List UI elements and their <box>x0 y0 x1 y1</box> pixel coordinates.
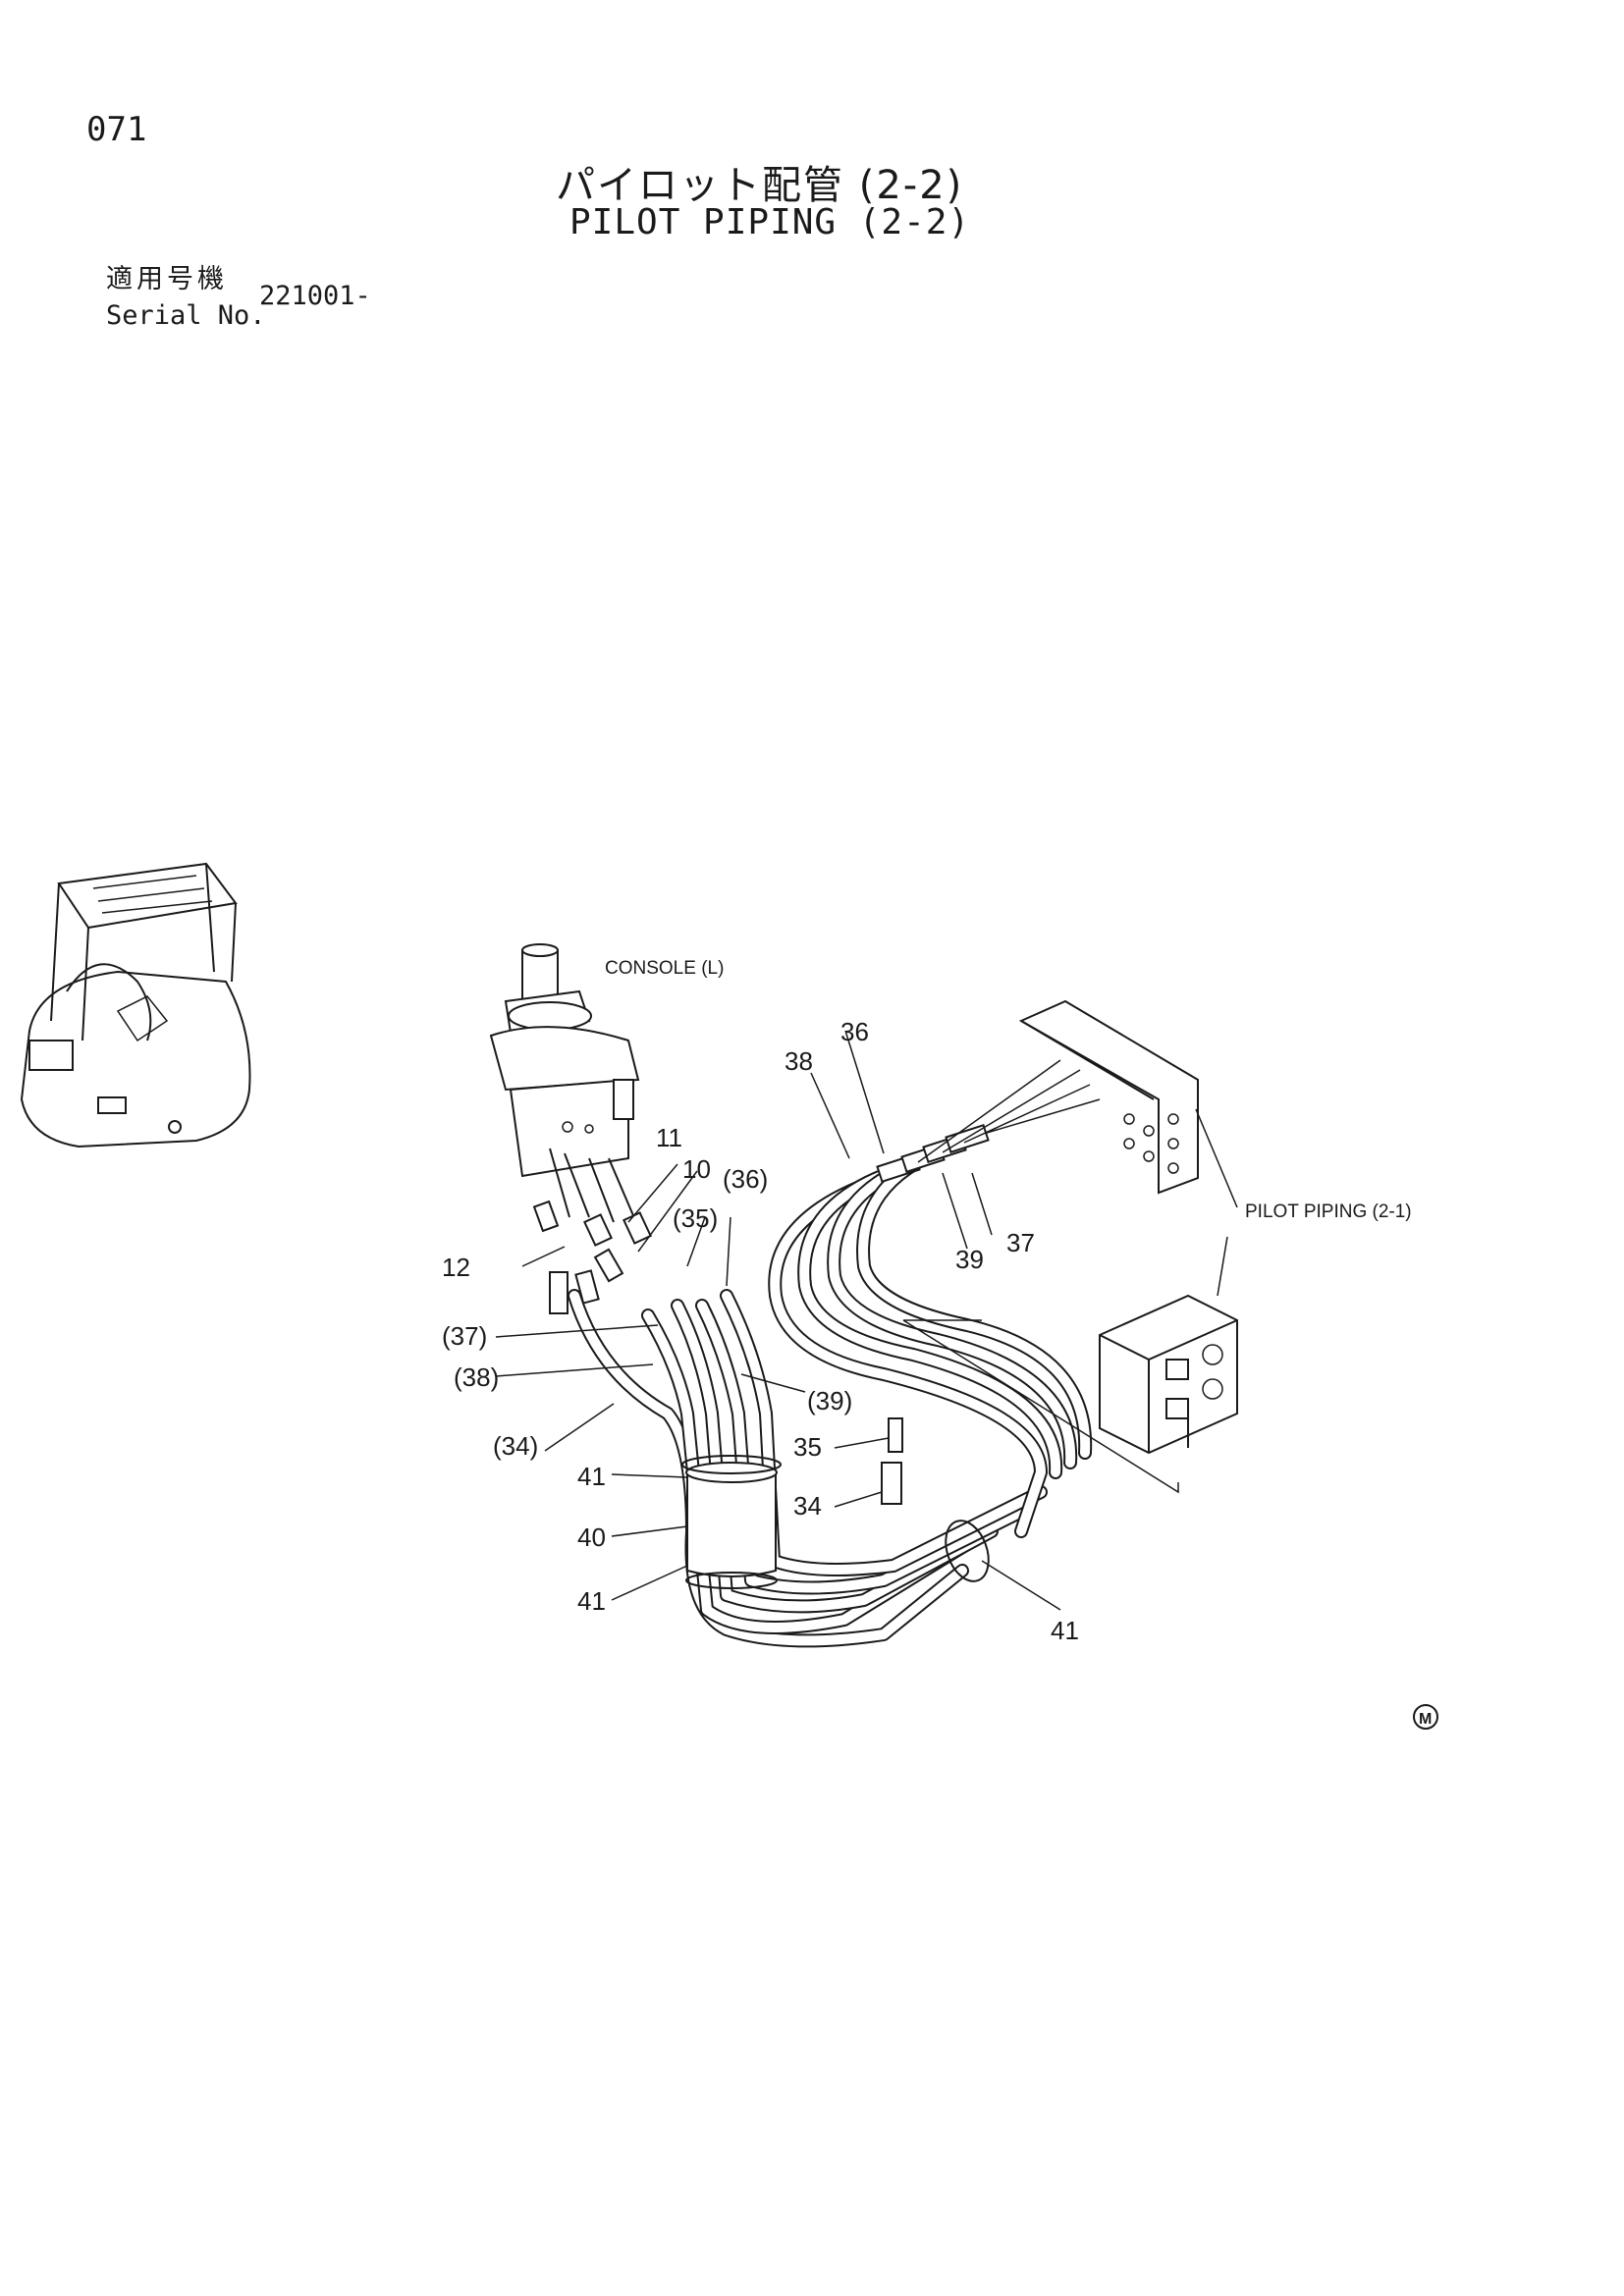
serial-label-english: Serial No. <box>106 300 266 331</box>
callout-39: 39 <box>955 1245 984 1274</box>
callout-38-paren: (38) <box>454 1362 499 1392</box>
callout-37-paren: (37) <box>442 1321 487 1351</box>
clamp-sleeve <box>681 1455 990 1589</box>
callout-12: 12 <box>442 1253 470 1282</box>
callout-10: 10 <box>682 1154 711 1184</box>
label-pilot-piping-2-1: PILOT PIPING (2-1) <box>1245 1201 1412 1222</box>
callout-37: 37 <box>1006 1228 1035 1257</box>
serial-label-japanese: 適用号機 <box>106 264 228 294</box>
svg-text:M: M <box>1419 1711 1432 1728</box>
label-console-l: CONSOLE (L) <box>605 958 724 979</box>
callout-41-upper: 41 <box>577 1462 606 1491</box>
callout-38: 38 <box>785 1046 813 1076</box>
leader-lines <box>495 1030 1061 1611</box>
hose-bundle-right <box>768 1142 1093 1538</box>
callout-39-paren: (39) <box>807 1386 852 1415</box>
callout-11: 11 <box>656 1123 682 1152</box>
fittings-group <box>532 1148 652 1314</box>
marker-m: M <box>1413 1704 1438 1730</box>
excavator-thumbnail <box>20 862 251 1148</box>
hose-end-fittings <box>876 1059 1101 1184</box>
callout-41-lower: 41 <box>577 1586 606 1616</box>
serial-number-value: 221001- <box>259 281 371 311</box>
callout-35-paren: (35) <box>673 1203 718 1233</box>
pilot-bracket-plate <box>1018 999 1199 1195</box>
console-pilot-valve <box>489 943 640 1178</box>
callout-40: 40 <box>577 1522 606 1552</box>
callout-34-paren: (34) <box>493 1431 538 1461</box>
callout-35: 35 <box>793 1432 822 1462</box>
inline-fittings <box>881 1417 903 1505</box>
page-title-english: PILOT PIPING (2-2) <box>569 202 971 242</box>
callout-36-paren: (36) <box>723 1164 768 1194</box>
callout-34: 34 <box>793 1491 822 1521</box>
pilot-valve-block <box>1099 1294 1238 1455</box>
callout-41-right: 41 <box>1051 1616 1079 1645</box>
page-title-japanese: パイロット配管 (2-2) <box>556 163 964 208</box>
reference-lines <box>902 1108 1238 1494</box>
callout-36: 36 <box>840 1017 869 1046</box>
page-number: 071 <box>86 110 147 149</box>
